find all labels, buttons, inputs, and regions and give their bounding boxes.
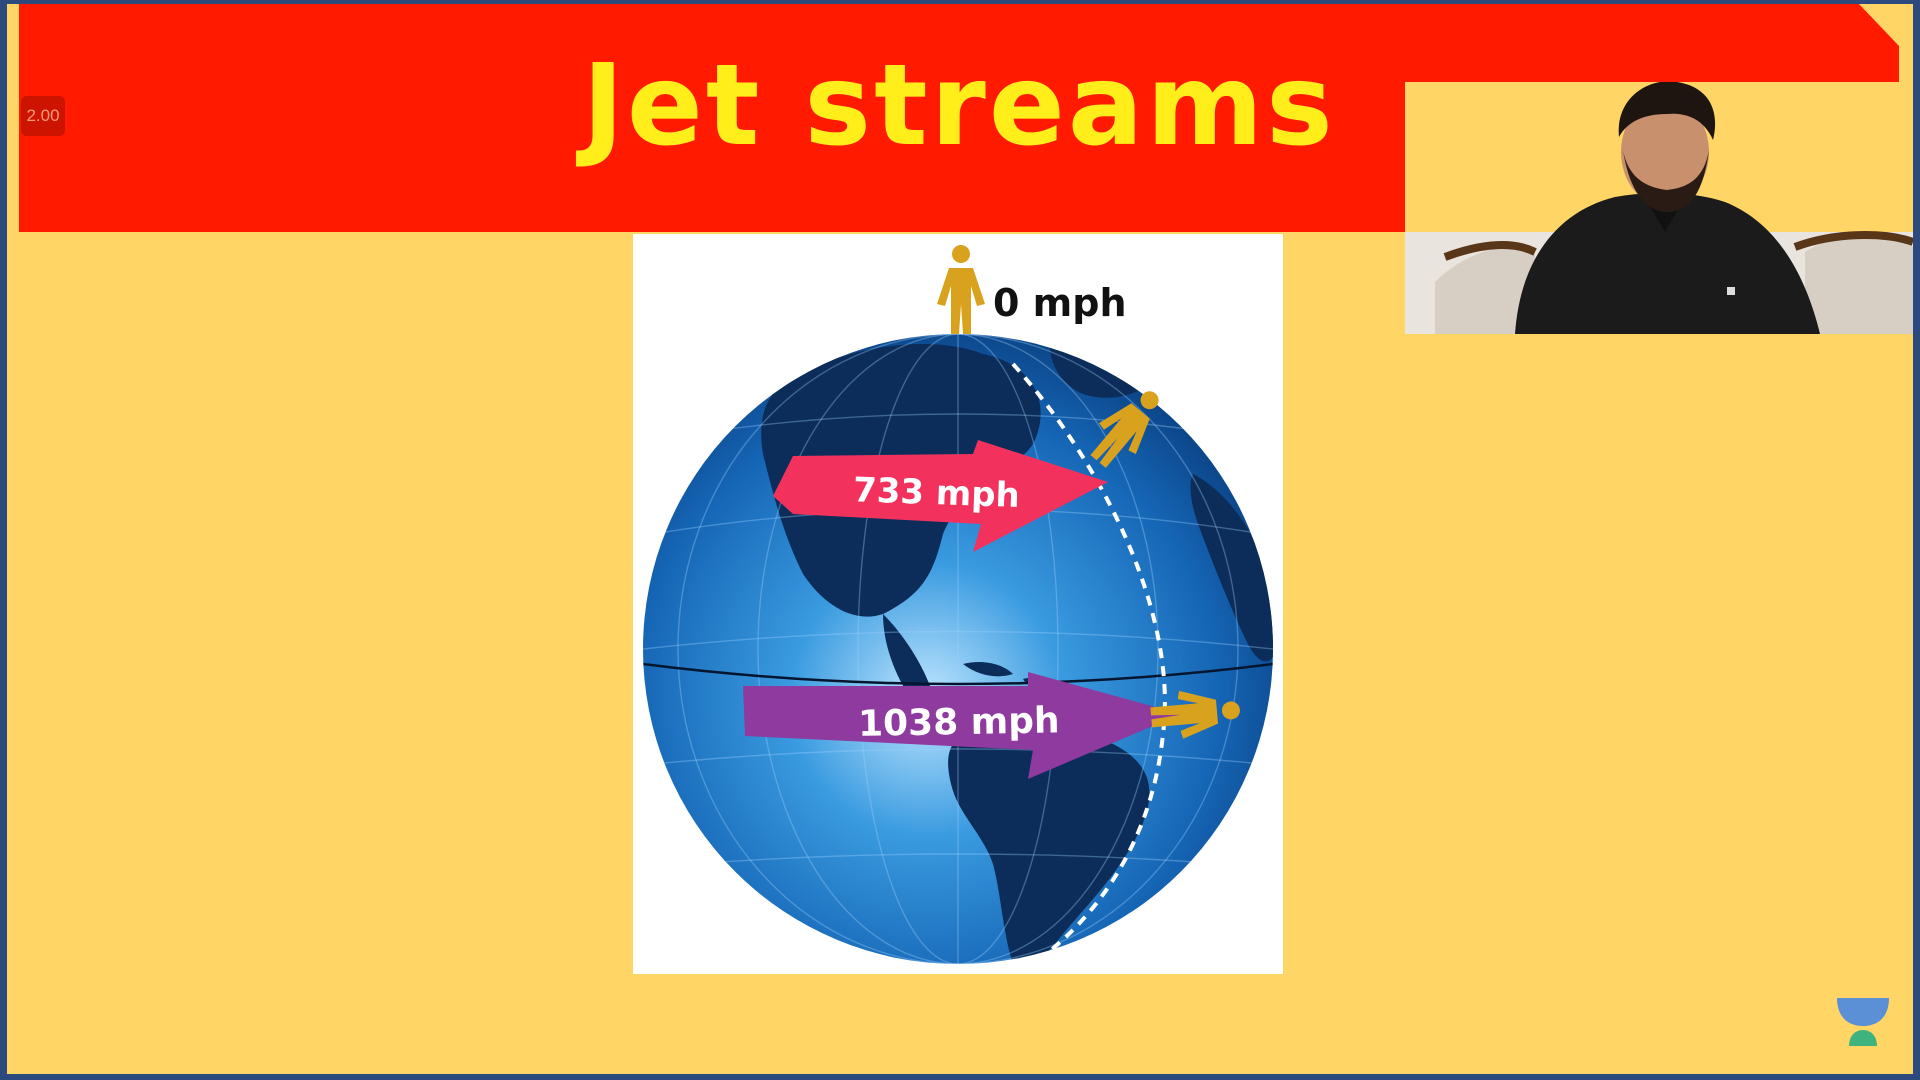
mid-arrow-label: 733 mph [852,470,1020,516]
equator-arrow: 1038 mph [743,672,1181,779]
jet-stream-diagram: 733 mph 1038 mph 0 mph [633,234,1283,974]
slide-title: Jet streams [582,41,1336,171]
presenter-video-feed [1405,82,1913,334]
person-pole-icon [937,245,985,334]
mid-latitude-arrow: 733 mph [773,440,1108,552]
low-arrow-label: 1038 mph [858,700,1060,745]
earth-rotation-illustration: 733 mph 1038 mph 0 mph [643,245,1273,966]
presenter-webcam [1405,82,1913,334]
europe-africa-landmass [1190,474,1273,662]
globe-grid [643,334,1273,964]
person-midlat-icon [1090,391,1159,468]
playback-speed-badge[interactable]: 2.00 [21,96,65,136]
central-america-landmass [883,614,978,744]
south-america-landmass [948,723,1150,964]
pole-speed-label: 0 mph [993,281,1127,325]
caribbean-islands [963,662,1045,688]
person-equator-icon [1150,690,1240,739]
unacademy-logo-icon [1835,996,1891,1048]
slide-canvas: Jet streams 2.00 [7,4,1913,1074]
